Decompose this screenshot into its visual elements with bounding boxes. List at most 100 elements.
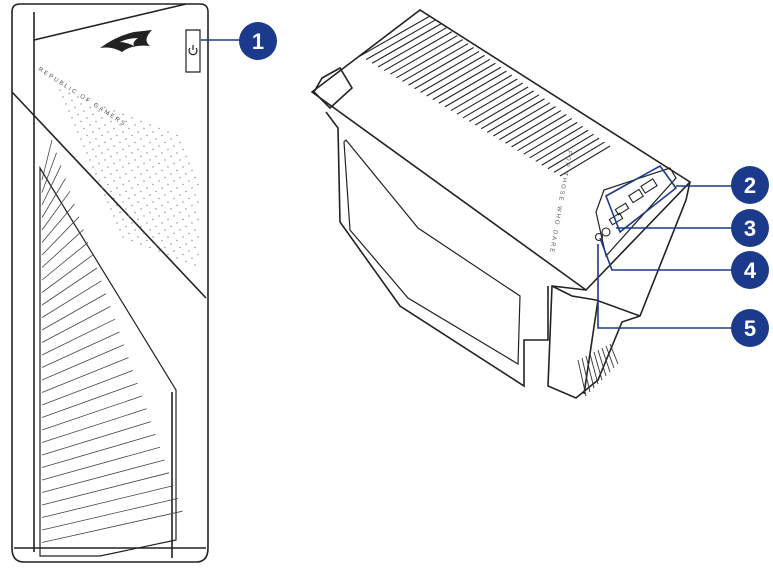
texture-dot	[128, 215, 130, 217]
front-panel-outline	[11, 3, 209, 563]
texture-dot	[179, 141, 181, 144]
texture-dot	[146, 187, 148, 189]
hatch-line	[499, 106, 556, 141]
texture-dot	[140, 138, 142, 140]
usb-port-1[interactable]	[640, 178, 658, 194]
texture-dot	[140, 243, 142, 245]
texture-dot	[143, 197, 145, 200]
texture-dot	[167, 131, 169, 133]
hatch-line	[511, 114, 567, 148]
texture-dot	[194, 246, 196, 249]
texture-dot	[149, 124, 151, 126]
power-icon[interactable]	[188, 45, 198, 56]
texture-dot	[176, 239, 178, 242]
texture-dot	[182, 201, 184, 203]
texture-dot	[131, 152, 133, 154]
texture-dot	[83, 110, 85, 112]
texture-dot	[143, 180, 145, 182]
front-diagonal-line-2	[11, 91, 207, 299]
texture-dot	[170, 155, 172, 158]
headphone-jack[interactable]	[601, 227, 611, 237]
microphone-jack[interactable]	[594, 232, 604, 242]
texture-dot	[188, 232, 190, 235]
texture-dot	[116, 222, 118, 224]
hatch-line	[365, 19, 436, 61]
hatch-line	[444, 70, 507, 108]
texture-dot	[155, 138, 157, 140]
texture-dot	[131, 187, 133, 189]
hatch-line	[41, 459, 165, 493]
texture-dot	[131, 169, 133, 172]
hatch-line	[408, 47, 474, 86]
hatch-line	[41, 434, 156, 468]
texture-dot	[107, 148, 109, 151]
texture-dot	[98, 127, 100, 130]
texture-dot	[113, 110, 115, 112]
texture-dot	[122, 166, 124, 168]
usb-port-3[interactable]	[614, 202, 630, 216]
texture-dot	[149, 229, 151, 231]
hatch-line	[420, 54, 485, 93]
front-view-tower	[11, 3, 209, 563]
callout-3: 3	[731, 209, 769, 247]
callout-5-number: 5	[744, 316, 756, 341]
texture-dot	[191, 169, 193, 172]
texture-dot	[122, 131, 124, 133]
hatch-line	[438, 66, 502, 104]
texture-dot	[98, 162, 100, 165]
texture-dot	[170, 225, 172, 228]
texture-dot	[104, 194, 106, 196]
texture-dot	[158, 180, 160, 182]
io-highlight-box	[605, 164, 678, 234]
texture-dot	[92, 148, 94, 151]
hatch-line	[359, 15, 431, 57]
texture-dot	[116, 152, 118, 154]
texture-dot	[116, 187, 118, 189]
callout-1-badge	[239, 22, 277, 60]
hatch-line	[41, 370, 134, 406]
texture-dot	[71, 117, 73, 119]
front-face-angled	[547, 181, 691, 399]
texture-dot	[110, 120, 112, 123]
texture-dot	[155, 155, 157, 158]
texture-dot	[110, 138, 112, 140]
texture-dot	[185, 243, 187, 245]
hatch-line	[390, 35, 458, 75]
rog-eye-logo	[100, 30, 152, 52]
texture-dot	[113, 215, 115, 217]
hatch-line	[486, 98, 545, 133]
usb-port-2[interactable]	[628, 188, 644, 204]
texture-dot	[194, 229, 196, 231]
texture-dot	[107, 166, 109, 168]
texture-dot	[149, 246, 151, 249]
texture-dot	[116, 169, 118, 172]
hatch-line	[605, 345, 615, 369]
hatch-line	[41, 190, 71, 231]
texture-dot	[194, 211, 196, 214]
top-grille	[359, 15, 611, 177]
texture-dot	[119, 176, 121, 179]
texture-dot	[149, 176, 151, 179]
texture-dot	[137, 166, 139, 168]
texture-dot	[83, 145, 85, 147]
texture-dot	[98, 180, 100, 182]
texture-dot	[179, 159, 181, 161]
texture-dot	[83, 127, 85, 130]
texture-dot	[173, 145, 175, 147]
callout-1-number: 1	[252, 29, 264, 54]
texture-dot	[188, 215, 190, 217]
texture-dot	[185, 173, 187, 175]
texture-dot	[182, 236, 184, 238]
texture-dot	[104, 159, 106, 161]
texture-dot	[125, 173, 127, 175]
hatch-line	[426, 58, 491, 97]
texture-dot	[131, 239, 133, 242]
texture-dot	[182, 183, 184, 186]
texture-dot	[65, 103, 67, 105]
hatch-line	[535, 129, 589, 162]
hatch-line	[41, 446, 161, 481]
callout-5-leader	[597, 244, 732, 329]
texture-dot	[188, 162, 190, 165]
texture-dot	[140, 155, 142, 158]
hatch-line	[41, 242, 89, 281]
